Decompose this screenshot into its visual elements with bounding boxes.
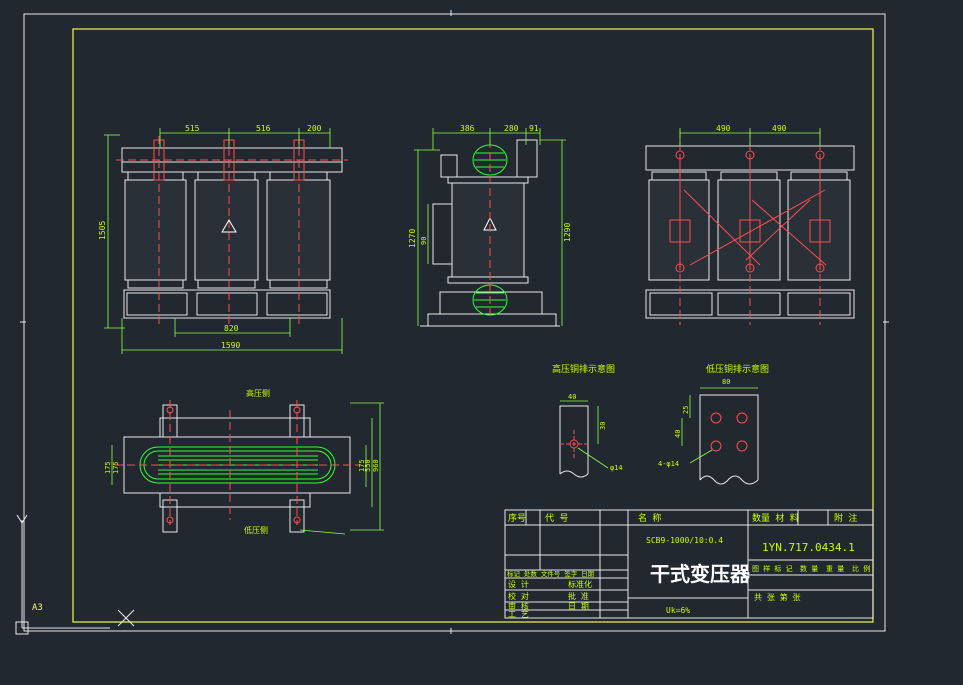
dim-hv-h: 30: [599, 422, 607, 430]
tb-hdr-no: 序号: [508, 512, 526, 524]
dim-hv-hole: φ14: [610, 464, 623, 472]
dim-front-d2: 516: [256, 124, 271, 133]
tb-role-4: 工 艺: [508, 610, 529, 619]
sheet-size-label: A3: [32, 603, 43, 613]
dim-hv-w: 40: [568, 393, 576, 401]
dim-side-d2: 280: [504, 124, 519, 133]
title-block-grid: [504, 509, 874, 619]
tb-impedance: Uk=6%: [666, 606, 690, 615]
outer-frame: [23, 13, 886, 632]
tb-hdr-qty: 数量 材 料: [752, 512, 799, 524]
dim-side-h-right: 1290: [563, 223, 572, 242]
side-view: [420, 139, 560, 327]
dim-front-total: 1590: [221, 341, 240, 350]
dim-lv-h1: 25: [682, 406, 690, 414]
tb-role-1: 设 计: [508, 579, 529, 589]
back-view-busbars: [669, 130, 831, 325]
hv-copper-bar: [559, 405, 590, 478]
dim-side-h-small: 90: [420, 237, 428, 245]
tb-hdr-code: 代 号: [545, 513, 568, 524]
tb-model: SCB9-1000/10:0.4: [646, 536, 723, 545]
dim-side-d3: 91: [529, 124, 539, 133]
dim-front-height: 1505: [98, 221, 107, 240]
dim-side-d1: 386: [460, 124, 475, 133]
front-view: [116, 136, 348, 325]
tb-role2-1: 标准化: [568, 579, 592, 589]
tb-role-3: 审 核: [508, 601, 529, 611]
top-view-center: [115, 400, 360, 525]
dim-front-d1: 515: [185, 124, 200, 133]
dim-top-total: 960: [372, 459, 380, 472]
tb-hdr-note: 附 注: [834, 512, 857, 524]
tb-sub-1: 图 样 标 记: [752, 564, 793, 573]
dim-front-d3: 200: [307, 124, 322, 133]
dim-back-d2: 490: [772, 124, 787, 133]
front-view-dimensions: [104, 128, 343, 354]
ucs-icon: [15, 514, 135, 635]
dim-side-h-left: 1270: [408, 229, 417, 248]
tb-role2-2: 批 准: [568, 591, 589, 601]
dim-lv-w: 80: [722, 378, 730, 386]
label-hv-side: 高压侧: [246, 388, 270, 398]
tb-role2-3: 日 期: [568, 602, 589, 611]
inner-frame: [72, 28, 874, 623]
tb-sub-3: 重 量: [826, 565, 844, 573]
dim-top-left2: 175: [112, 461, 120, 474]
dim-top-left: 175: [104, 461, 112, 474]
dim-lv-holes: 4-φ14: [658, 460, 679, 468]
dim-back-d1: 490: [716, 124, 731, 133]
lv-copper-bar: [699, 394, 759, 485]
dim-top-mid-a: 175: [358, 459, 366, 472]
hv-copper-title: 高压铜排示意图: [552, 363, 615, 375]
tb-role-2: 校 对: [508, 591, 529, 601]
tb-sub-4: 比 例: [852, 564, 870, 573]
dim-top-mid: 550: [364, 459, 372, 472]
lv-copper-title: 低压铜排示意图: [706, 363, 769, 375]
back-view-dimensions: [679, 128, 821, 146]
dim-front-mid: 820: [224, 324, 239, 333]
tb-hdr-name: 名 称: [638, 512, 661, 524]
label-lv-side: 低压侧: [244, 525, 268, 535]
dim-lv-h2: 40: [674, 430, 682, 438]
tb-rev-row: 标记 处数 文件号 签字 日期: [507, 569, 595, 578]
back-view: [645, 145, 855, 319]
tb-share-row: 共 张 第 张: [754, 592, 800, 602]
top-view: [123, 404, 351, 533]
tb-sub-2: 数 量: [800, 564, 818, 573]
tb-drawing-number: 1YN.717.0434.1: [762, 541, 855, 554]
side-view-dimensions: [414, 128, 566, 326]
top-view-dimensions: [111, 402, 384, 531]
tb-product-name: 干式变压器: [650, 562, 751, 586]
